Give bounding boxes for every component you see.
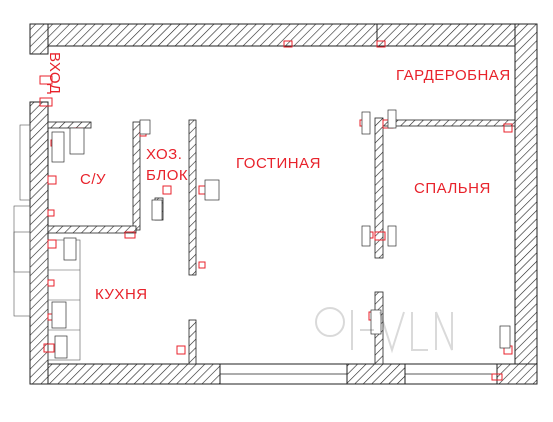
room-label-storage-line1: ХОЗ. bbox=[146, 146, 183, 163]
room-label-bathroom: С/У bbox=[80, 171, 107, 188]
wall-left-lower bbox=[29, 101, 49, 385]
wall-bottom-mid bbox=[346, 363, 406, 385]
device-boxes bbox=[51, 109, 511, 359]
windows bbox=[219, 363, 498, 385]
wall-right bbox=[514, 23, 538, 385]
wall-bottom-right bbox=[496, 363, 538, 385]
wall-top-right bbox=[376, 23, 538, 47]
room-label-entrance: ВХОД bbox=[46, 52, 63, 95]
wall-left-top bbox=[29, 23, 49, 55]
electric-markers bbox=[39, 40, 513, 381]
room-label-kitchen: КУХНЯ bbox=[95, 286, 148, 303]
room-label-living-room: ГОСТИНАЯ bbox=[236, 155, 321, 172]
wall-top bbox=[29, 23, 378, 47]
room-label-bedroom: СПАЛЬНЯ bbox=[414, 180, 491, 197]
wall-bottom-left bbox=[29, 363, 221, 385]
room-label-storage-line2: БЛОК bbox=[146, 167, 189, 184]
watermark bbox=[315, 307, 453, 354]
room-label-wardrobe: ГАРДЕРОБНАЯ bbox=[396, 67, 511, 84]
